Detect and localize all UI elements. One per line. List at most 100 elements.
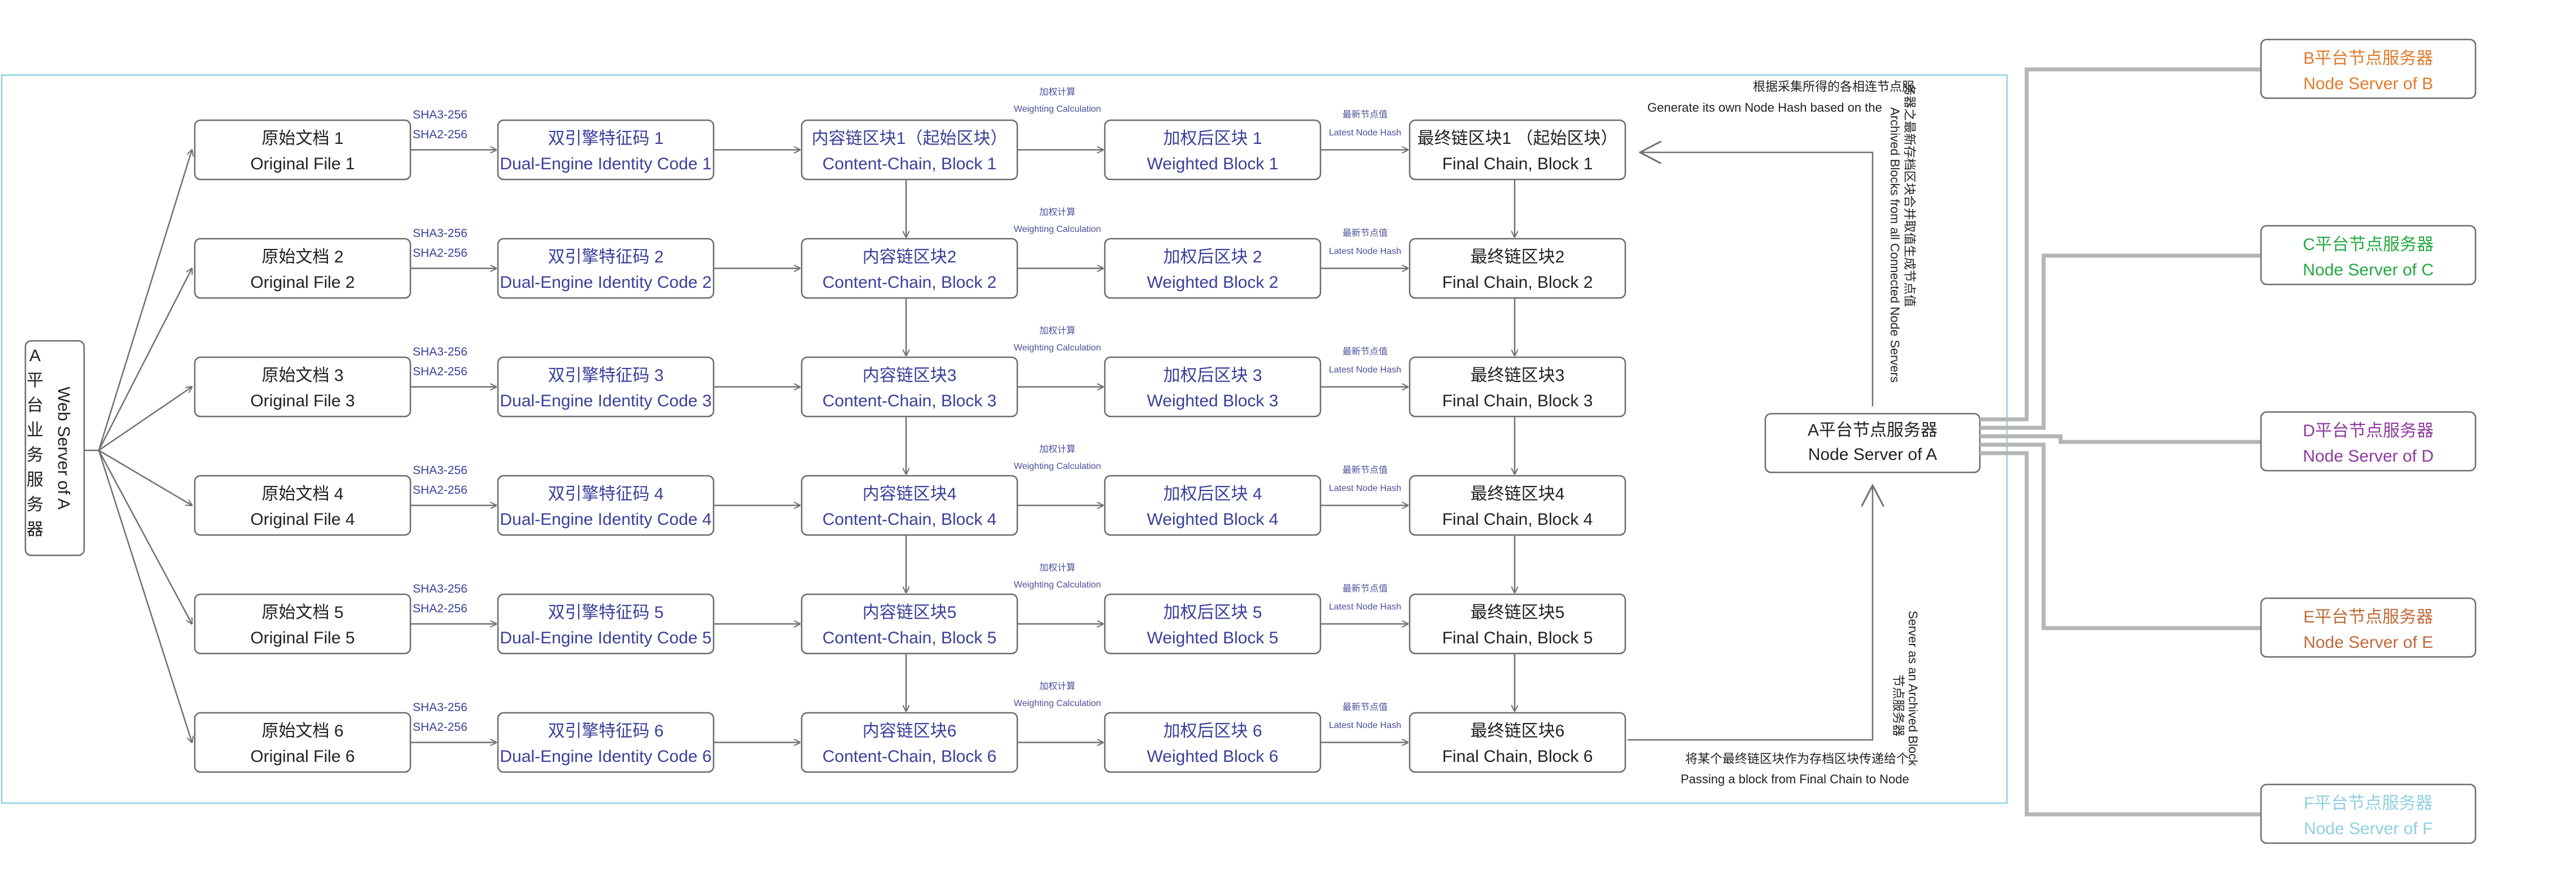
final-box-3[interactable] (1409, 356, 1626, 418)
web-server-cn-char: 平 (27, 371, 43, 390)
weighting-cn-3: 加权计算 (1039, 325, 1075, 336)
sha2-label-1: SHA2-256 (413, 128, 467, 141)
peer-node-en-4: Node Server of E (2303, 633, 2433, 652)
weighting-cn-4: 加权计算 (1039, 444, 1075, 454)
weighted-en-2: Weighted Block 2 (1147, 273, 1279, 292)
peer-node-cn-5: F平台节点服务器 (2304, 794, 2433, 813)
node-hash-to-final-block1-arrow (1640, 152, 1874, 406)
peer-node-box-2[interactable] (2260, 225, 2477, 286)
final-box-1[interactable] (1409, 119, 1626, 181)
final-en-5: Final Chain, Block 5 (1442, 629, 1593, 647)
weighted-cn-5: 加权后区块 5 (1163, 603, 1262, 622)
final-en-6: Final Chain, Block 6 (1442, 747, 1593, 766)
code-cn-3: 双引擎特征码 3 (548, 366, 663, 385)
latest-hash-en-1: Latest Node Hash (1329, 128, 1401, 138)
fan-arrow-6 (98, 450, 192, 743)
peer-node-cn-1: B平台节点服务器 (2303, 49, 2433, 68)
bottom-note-vertical-cn: 节点服务器 (1891, 674, 1905, 736)
weighting-en-4: Weighting Calculation (1014, 462, 1101, 471)
peer-node-en-2: Node Server of C (2303, 261, 2434, 279)
final-box-6[interactable] (1409, 712, 1626, 773)
weighting-cn-1: 加权计算 (1039, 86, 1075, 97)
content-cn-5: 内容链区块5 (863, 603, 957, 622)
code-cn-2: 双引擎特征码 2 (548, 248, 663, 266)
weighting-en-3: Weighting Calculation (1014, 343, 1101, 353)
content-cn-4: 内容链区块4 (863, 485, 957, 503)
content-en-6: Content-Chain, Block 6 (823, 747, 997, 766)
bus-line-1 (1980, 67, 2261, 422)
code-en-2: Dual-Engine Identity Code 2 (500, 273, 711, 292)
content-en-4: Content-Chain, Block 4 (823, 510, 997, 529)
code-en-1: Dual-Engine Identity Code 1 (500, 155, 711, 173)
bus-line-2 (1980, 253, 2261, 430)
file-en-6: Original File 6 (250, 747, 355, 766)
web-server-en-label: Web Server of A (54, 387, 73, 510)
final-en-2: Final Chain, Block 2 (1442, 273, 1593, 292)
file-cn-3: 原始文档 3 (261, 366, 343, 385)
weighted-cn-3: 加权后区块 3 (1163, 366, 1262, 385)
code-cn-5: 双引擎特征码 5 (548, 603, 663, 622)
final-box-5[interactable] (1409, 593, 1626, 655)
peer-node-box-5[interactable] (2260, 783, 2477, 844)
latest-hash-cn-3: 最新节点值 (1342, 347, 1388, 357)
final-en-3: Final Chain, Block 3 (1442, 392, 1593, 410)
sha3-label-6: SHA3-256 (413, 701, 467, 714)
sha3-label-3: SHA3-256 (413, 345, 467, 358)
final-cn-2: 最终链区块2 (1471, 248, 1565, 266)
code-en-5: Dual-Engine Identity Code 5 (500, 629, 711, 647)
final-cn-3: 最终链区块3 (1471, 366, 1565, 385)
sha3-label-2: SHA3-256 (413, 227, 467, 240)
sha2-label-3: SHA2-256 (413, 365, 467, 378)
final-box-2[interactable] (1409, 238, 1626, 299)
latest-hash-cn-5: 最新节点值 (1342, 584, 1388, 594)
weighting-en-6: Weighting Calculation (1014, 699, 1101, 708)
web-server-cn-char: 务 (27, 496, 43, 514)
weighting-cn-6: 加权计算 (1039, 681, 1075, 691)
peer-node-box-4[interactable] (2260, 597, 2477, 658)
content-en-1: Content-Chain, Block 1 (823, 155, 997, 173)
peer-node-box-1[interactable] (2260, 38, 2477, 99)
peer-node-cn-3: D平台节点服务器 (2303, 422, 2434, 440)
sha2-label-6: SHA2-256 (413, 721, 467, 734)
peer-node-box-3[interactable] (2260, 411, 2477, 472)
web-server-box[interactable] (24, 340, 85, 556)
web-server-cn-char: 器 (27, 520, 43, 539)
bus-line-4 (1980, 442, 2261, 630)
top-note-vertical-en: Archived Blocks from all Connected Node … (1888, 107, 1902, 383)
sha2-label-2: SHA2-256 (413, 247, 467, 260)
peer-node-cn-4: E平台节点服务器 (2303, 608, 2433, 626)
file-cn-5: 原始文档 5 (261, 603, 343, 622)
weighted-cn-6: 加权后区块 6 (1163, 722, 1262, 740)
final-en-4: Final Chain, Block 4 (1442, 510, 1593, 529)
file-en-1: Original File 1 (250, 155, 355, 173)
weighted-en-4: Weighted Block 4 (1147, 510, 1279, 529)
bus-line-3 (1980, 434, 2261, 444)
weighting-cn-5: 加权计算 (1039, 562, 1075, 573)
fan-out-arrows (85, 150, 192, 743)
node-a-en: Node Server of A (1808, 445, 1937, 464)
final-cn-5: 最终链区块5 (1471, 603, 1565, 622)
peer-node-cn-2: C平台节点服务器 (2303, 235, 2434, 254)
sha3-label-1: SHA3-256 (413, 108, 467, 121)
final-box-4[interactable] (1409, 475, 1626, 536)
latest-hash-cn-2: 最新节点值 (1342, 228, 1388, 238)
file-cn-4: 原始文档 4 (261, 485, 343, 503)
file-en-3: Original File 3 (250, 392, 355, 410)
peer-node-en-5: Node Server of F (2304, 819, 2433, 838)
peer-node-en-3: Node Server of D (2303, 447, 2434, 466)
weighted-en-6: Weighted Block 6 (1147, 747, 1279, 766)
file-cn-1: 原始文档 1 (261, 129, 343, 148)
sha2-label-5: SHA2-256 (413, 602, 467, 615)
file-en-2: Original File 2 (250, 273, 355, 292)
top-note-en: Generate its own Node Hash based on the (1647, 100, 1882, 115)
weighted-cn-2: 加权后区块 2 (1163, 248, 1262, 266)
latest-hash-cn-6: 最新节点值 (1342, 702, 1388, 712)
